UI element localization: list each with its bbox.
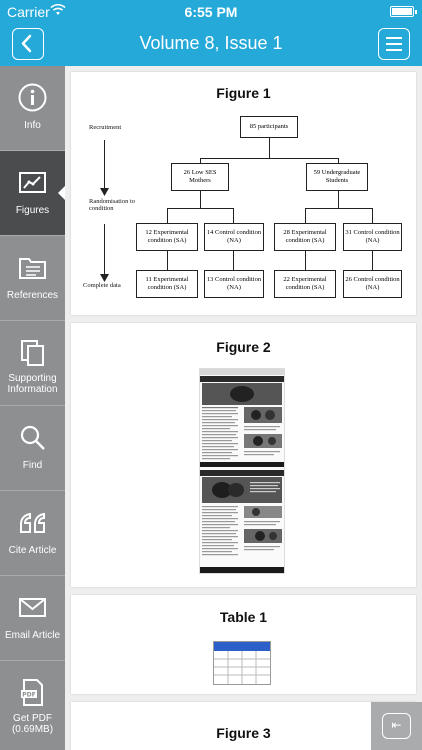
wifi-icon <box>50 3 66 19</box>
figure-title: Figure 2 <box>216 339 271 355</box>
figures-list[interactable]: Figure 1 Recruitment Randomisation to co… <box>65 66 422 750</box>
sidebar-item-cite-article[interactable]: Cite Article <box>0 491 65 576</box>
carrier-label: Carrier <box>7 4 50 20</box>
sidebar-item-label: Get PDF (0.69MB) <box>11 713 54 735</box>
sidebar-item-references[interactable]: References <box>0 236 65 321</box>
documents-icon <box>21 340 44 366</box>
flowchart-node: 31 Control condition (NA) <box>343 223 402 251</box>
quote-icon <box>20 512 45 533</box>
sidebar-item-get-pdf[interactable]: PDF Get PDF (0.69MB) <box>0 661 65 750</box>
svg-text:PDF: PDF <box>22 692 35 699</box>
table-title: Table 1 <box>219 609 268 625</box>
page-title: Volume 8, Issue 1 <box>139 33 283 53</box>
collapse-panel-button[interactable]: ⇤ <box>371 702 422 750</box>
search-icon <box>20 425 45 450</box>
flowchart-stage-label: Recruitment <box>89 124 122 131</box>
figure-card-3[interactable]: Figure 3 <box>71 702 416 750</box>
arrow-down-icon <box>100 188 109 196</box>
sidebar-item-email-article[interactable]: Email Article <box>0 576 65 661</box>
sidebar-item-label: Email Article <box>4 630 60 641</box>
figure-title: Figure 3 <box>216 725 271 741</box>
flowchart-node: 22 Experimental condition (SA) <box>274 270 336 298</box>
clock: 6:55 PM <box>184 4 238 20</box>
sidebar: Info Figures References Supporting Infor… <box>0 66 66 750</box>
status-bar: Carrier 6:55 PM <box>0 0 422 24</box>
collapse-arrow-icon: ⇤ <box>382 713 411 739</box>
flowchart-node: 12 Experimental condition (SA) <box>136 223 198 251</box>
chart-icon <box>19 172 46 193</box>
flowchart-node: 85 participants <box>240 116 298 138</box>
table-icon <box>213 641 271 685</box>
arrow-down-icon <box>100 274 109 282</box>
sidebar-item-label: Figures <box>15 205 50 216</box>
sidebar-item-info[interactable]: Info <box>0 66 65 151</box>
battery-icon <box>390 6 417 17</box>
app-header: Carrier 6:55 PM Volume 8, Issue 1 <box>0 0 422 66</box>
sidebar-item-label: Find <box>22 460 43 471</box>
flowchart-node: 11 Experimental condition (SA) <box>136 270 198 298</box>
sidebar-item-label: Info <box>24 120 41 131</box>
sidebar-item-find[interactable]: Find <box>0 406 65 491</box>
webpage-screenshot-image <box>200 369 284 573</box>
nav-bar: Volume 8, Issue 1 <box>0 24 422 66</box>
figure-thumbnail <box>199 368 285 574</box>
table-card-1[interactable]: Table 1 <box>71 595 416 694</box>
menu-button[interactable] <box>378 28 410 60</box>
flowchart-stage-label: Complete data <box>83 282 121 289</box>
hamburger-icon <box>386 37 402 39</box>
flowchart-stage-label: Randomisation to condition <box>89 198 136 212</box>
envelope-icon <box>19 598 46 617</box>
sidebar-item-label: Cite Article <box>8 545 57 556</box>
pdf-file-icon: PDF <box>21 679 43 706</box>
flowchart-node: 13 Control condition (NA) <box>204 270 264 298</box>
flowchart-node: 26 Control condition (NA) <box>343 270 402 298</box>
sidebar-item-label: References <box>6 290 59 301</box>
sidebar-item-figures[interactable]: Figures <box>0 151 66 236</box>
back-button[interactable] <box>12 28 44 60</box>
sidebar-item-supporting-information[interactable]: Supporting Information <box>0 321 65 406</box>
flowchart-node: 26 Low SES Mothers <box>171 163 229 191</box>
folder-list-icon <box>19 258 46 279</box>
figure-title: Figure 1 <box>216 85 271 101</box>
flowchart-node: 28 Experimental condition (SA) <box>274 223 336 251</box>
sidebar-item-label: Supporting Information <box>7 373 58 395</box>
figure-card-2[interactable]: Figure 2 <box>71 323 416 587</box>
chevron-left-icon <box>21 34 32 53</box>
flowchart-node: 59 Undergraduate Students <box>306 163 368 191</box>
figure-card-1[interactable]: Figure 1 Recruitment Randomisation to co… <box>71 72 416 315</box>
info-icon <box>18 83 47 112</box>
flowchart-node: 14 Control condition (NA) <box>204 223 264 251</box>
